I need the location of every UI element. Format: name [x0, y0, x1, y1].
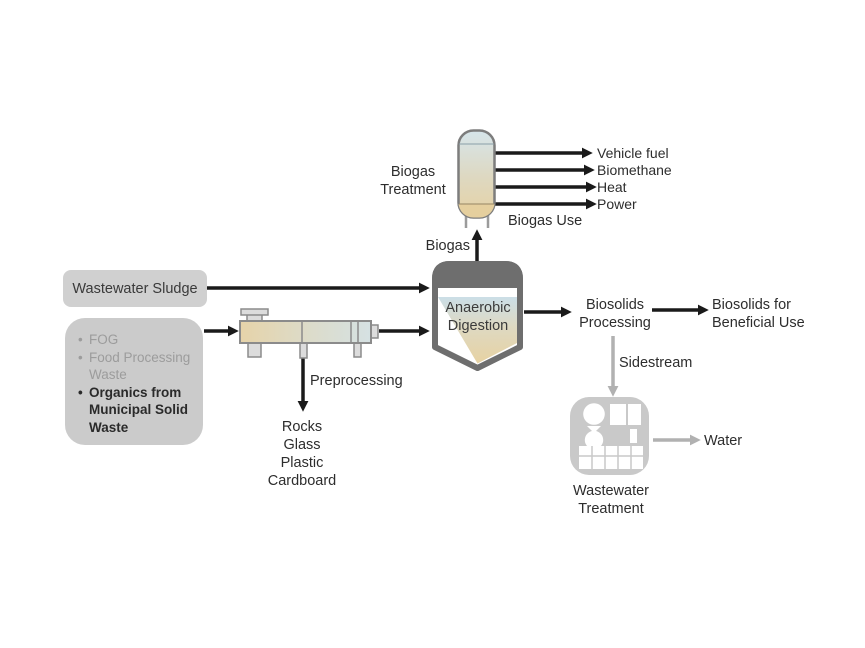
use-item-heat: Heat	[597, 179, 627, 195]
reject-item: Rocks	[281, 419, 323, 435]
wastewater-treatment-icon	[570, 397, 649, 475]
biosolids-processing-label: Biosolids Processing	[579, 297, 651, 331]
wastewater-treatment-label: Wastewater Treatment	[572, 483, 649, 517]
preprocessing-label: Preprocessing	[310, 373, 403, 389]
list-item: • FOG	[78, 331, 195, 349]
bullet-icon: •	[78, 332, 83, 347]
bullet-icon: •	[78, 349, 83, 365]
reject-item: Cardboard	[267, 473, 337, 489]
biogas-stream-label: Biogas	[425, 238, 470, 254]
feedstock-item-food-processing: Food Processing Waste	[89, 349, 191, 383]
anaerobic-digestion-label: Anaerobic Digestion	[445, 300, 511, 334]
use-item-power: Power	[597, 196, 637, 212]
feedstock-list-panel: • FOG • Food Processing Waste • Organics…	[65, 318, 203, 445]
feedstock-item-fog: FOG	[89, 332, 119, 347]
biosolids-beneficial-label: Biosolids for Beneficial Use	[712, 297, 805, 331]
use-item-vehicle-fuel: Vehicle fuel	[597, 145, 669, 161]
sidestream-label: Sidestream	[619, 355, 693, 371]
biogas-treatment-label: Biogas Treatment	[380, 164, 446, 198]
reject-item: Glass	[283, 437, 321, 453]
feedstock-item-organics: Organics from Municipal Solid Waste	[89, 384, 189, 435]
reject-item: Plastic	[280, 455, 324, 471]
wastewater-sludge-box: Wastewater Sludge	[63, 270, 207, 307]
wastewater-sludge-label: Wastewater Sludge	[72, 280, 198, 297]
anaerobic-digester-tank	[432, 261, 523, 371]
list-item: • Organics from Municipal Solid Waste	[78, 384, 195, 437]
biogas-use-arrows	[495, 147, 597, 210]
biogas-use-label: Biogas Use	[508, 213, 583, 229]
list-item: • Food Processing Waste	[78, 349, 195, 384]
water-label: Water	[704, 433, 743, 449]
reject-list: Rocks Glass Plastic Cardboard	[252, 418, 352, 490]
biogas-treatment-vessel	[457, 129, 496, 228]
use-item-biomethane: Biomethane	[597, 162, 672, 178]
bullet-icon: •	[78, 384, 83, 400]
preprocessor-vessel	[239, 308, 379, 359]
